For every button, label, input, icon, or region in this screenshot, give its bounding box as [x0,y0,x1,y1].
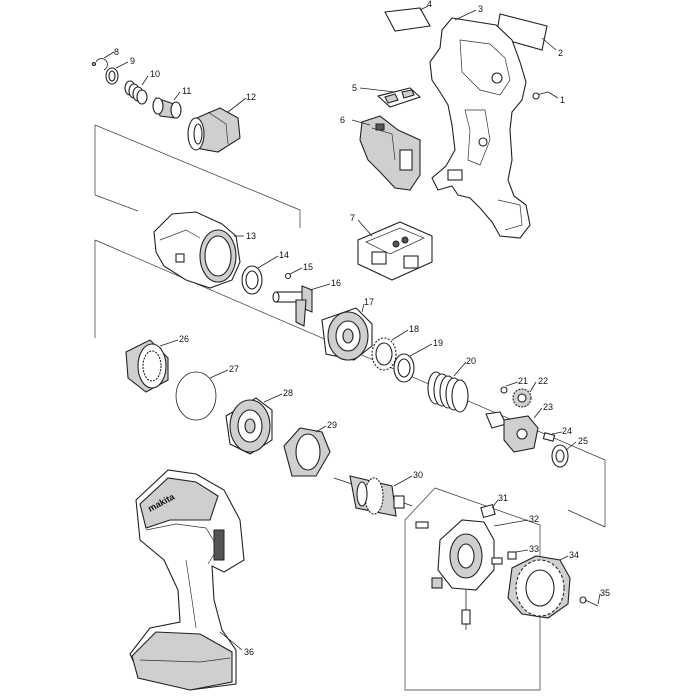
group-frame-lower [94,239,606,528]
callout-35: 35 [600,588,610,598]
callout-28: 28 [283,388,293,398]
callout-16: 16 [331,278,341,288]
group-frame-controller [404,487,541,691]
part-20-spring [427,371,469,413]
callout-18: 18 [409,324,419,334]
callout-9: 9 [130,56,135,66]
part-19-washer [393,353,415,383]
callout-36: 36 [244,647,254,657]
part-8-clip [91,58,108,71]
part-6-switch [359,115,421,191]
callout-29: 29 [327,420,337,430]
callout-12: 12 [246,92,256,102]
part-33-insulator [507,551,517,560]
callout-26: 26 [179,334,189,344]
part-27-o-ring [175,371,217,421]
part-5-switch-lever [376,87,422,108]
callout-17: 17 [364,297,374,307]
callout-33: 33 [529,544,539,554]
callout-27: 27 [229,364,239,374]
part-21-steel-ball [500,386,508,394]
part-17-hammer [321,307,373,361]
part-29-collar [283,427,331,477]
callout-6: 6 [340,115,345,125]
part-18-ball-bearing-ring [371,337,397,371]
part-23-spindle [485,411,539,453]
part-35-screw [579,596,599,607]
callout-15: 15 [303,262,313,272]
part-32-controller [415,519,503,630]
callout-34: 34 [569,550,579,560]
callout-19: 19 [433,338,443,348]
part-22-gear [512,388,532,408]
part-31-connector [480,503,496,519]
part-30-rotor [333,475,413,517]
part-28-gear-housing [225,397,273,455]
group-frame-upper [94,124,301,228]
part-14-washer [241,265,263,295]
callout-22: 22 [538,376,548,386]
callout-25: 25 [578,436,588,446]
callout-30: 30 [413,470,423,480]
part-15-ball [284,272,292,280]
part-34-rear-cover [507,555,571,619]
part-26-internal-gear [125,339,169,393]
callout-21: 21 [518,376,528,386]
callout-32: 32 [529,514,539,524]
callout-20: 20 [466,356,476,366]
callout-7: 7 [350,213,355,223]
part-25-washer [551,444,569,468]
part-9-ring [105,67,119,85]
part-4-nameplate [384,7,431,32]
part-11-sleeve [152,97,182,119]
part-7-tray [357,221,433,281]
callout-5: 5 [352,83,357,93]
callout-31: 31 [498,493,508,503]
callout-11: 11 [182,86,191,96]
part-12-cap [187,107,241,153]
callout-8: 8 [114,47,119,57]
part-24-pin [542,432,556,442]
part-13-front-housing [153,211,241,289]
part-3-housing [429,17,531,239]
callout-2: 2 [558,48,563,58]
part-10-spring [124,80,148,105]
callout-4: 4 [427,0,432,9]
callout-13: 13 [246,231,256,241]
part-36-housing-set: makita [129,469,245,691]
part-1-screw [532,91,549,100]
callout-3: 3 [478,4,483,14]
part-16-anvil [272,285,313,327]
callout-10: 10 [150,69,160,79]
callout-labels: 1 2 3 4 5 6 7 8 9 10 11 12 13 14 15 16 1… [114,0,610,657]
callout-14: 14 [279,250,289,260]
leader-lines [103,5,601,651]
callout-23: 23 [543,402,553,412]
callout-1: 1 [560,95,565,105]
callout-24: 24 [562,426,572,436]
